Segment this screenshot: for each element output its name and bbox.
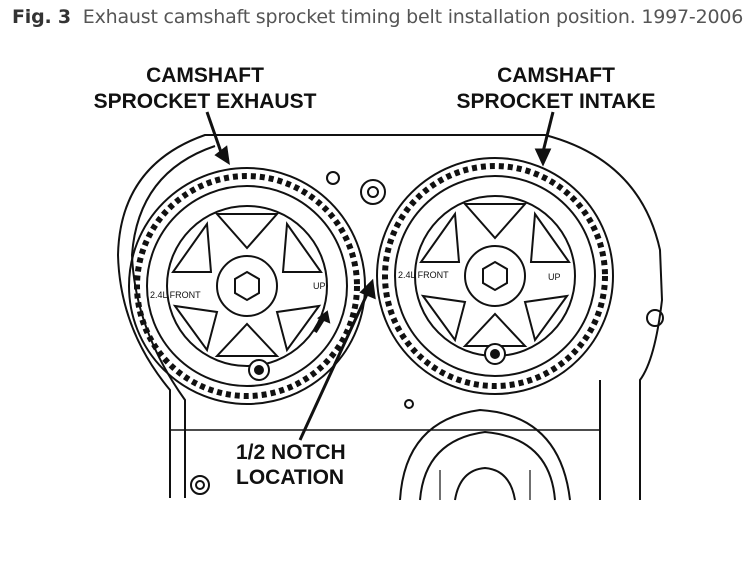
exhaust-leader-line	[205, 111, 224, 156]
notch-label-line1: 1/2 NOTCH	[236, 441, 346, 464]
exhaust-front-mark: 2.4L FRONT	[150, 290, 201, 300]
timing-cover-outline	[116, 134, 664, 500]
figure-number: Fig. 3	[12, 6, 71, 28]
exhaust-label-line2: SPROCKET EXHAUST	[94, 90, 317, 113]
figure-caption: Fig. 3 Exhaust camshaft sprocket timing …	[12, 6, 743, 28]
intake-leader-line	[541, 111, 555, 153]
intake-label-line1: CAMSHAFT	[497, 64, 615, 87]
intake-front-mark: 2.4L FRONT	[398, 270, 449, 280]
intake-sprocket	[376, 157, 614, 395]
intake-label-line2: SPROCKET INTAKE	[456, 90, 655, 113]
figure-caption-text: Exhaust camshaft sprocket timing belt in…	[82, 6, 744, 28]
crankshaft-pulley-partial	[399, 408, 571, 501]
intake-up-mark: UP	[548, 272, 561, 282]
exhaust-sprocket	[128, 167, 366, 405]
idler-bolt	[360, 179, 386, 205]
exhaust-up-mark: UP	[313, 281, 326, 291]
notch-leader-line	[298, 291, 370, 441]
cover-bolt-left	[190, 475, 210, 495]
notch-label-line2: LOCATION	[236, 466, 344, 489]
exhaust-label-line1: CAMSHAFT	[146, 64, 264, 87]
